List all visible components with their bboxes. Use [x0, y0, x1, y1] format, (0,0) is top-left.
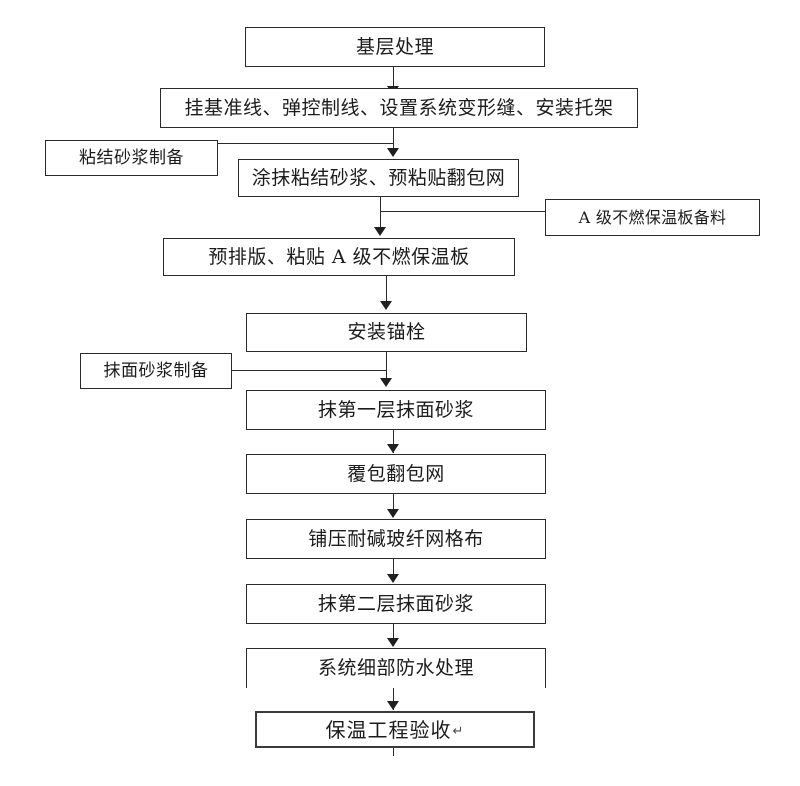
- node-apply-bonding-mortar[interactable]: 涂抹粘结砂浆、预粘贴翻包网: [238, 159, 519, 197]
- arrowhead-n3-n4: [374, 227, 386, 236]
- arrowhead-n10-n11: [387, 701, 399, 710]
- connector-n2-n3: [393, 127, 394, 155]
- arrowhead-n2-n3: [387, 148, 399, 157]
- node-second-plaster-layer[interactable]: 抹第二层抹面砂浆: [246, 584, 546, 624]
- node-install-anchors[interactable]: 安装锚栓: [246, 313, 527, 352]
- node-layout-lines[interactable]: 挂基准线、弹控制线、设置系统变形缝、安装托架: [160, 88, 638, 128]
- connector-n8-n9: [393, 558, 394, 582]
- node-wrap-mesh[interactable]: 覆包翻包网: [246, 454, 546, 494]
- arrowhead-n6-n7: [387, 444, 399, 453]
- node-insulation-acceptance[interactable]: 保温工程验收↵: [255, 711, 535, 748]
- arrowhead-n5-n6: [380, 378, 392, 387]
- connector-terminal-tail: [393, 747, 394, 756]
- connector-n5-n6: [386, 351, 387, 385]
- connector-n1-n2: [393, 66, 394, 95]
- connector-n9-n10: [393, 623, 394, 646]
- connector-n3-n4: [380, 196, 381, 234]
- node-class-a-board-supply[interactable]: A 级不燃保温板备料: [545, 199, 760, 236]
- connector-s1-n3: [218, 143, 394, 144]
- connector-s2-n4: [380, 211, 546, 212]
- node-alkali-resistant-mesh[interactable]: 铺压耐碱玻纤网格布: [246, 519, 546, 559]
- arrowhead-n7-n8: [387, 509, 399, 518]
- node-waterproof-details[interactable]: 系统细部防水处理: [246, 648, 546, 688]
- connector-s3-n6: [232, 370, 387, 371]
- paragraph-mark-icon: ↵: [452, 724, 465, 739]
- arrowhead-n8-n9: [387, 574, 399, 583]
- connector-n7-n8: [393, 494, 394, 517]
- connector-n10-n11: [393, 680, 394, 710]
- node-prelayout-paste-board[interactable]: 预排版、粘贴 A 级不燃保温板: [163, 238, 515, 276]
- connector-n4-n5: [386, 275, 387, 308]
- arrowhead-n4-n5: [380, 301, 392, 310]
- connector-n6-n7: [393, 429, 394, 453]
- node-plaster-mortar-prep[interactable]: 抹面砂浆制备: [80, 353, 232, 389]
- arrowhead-n9-n10: [387, 638, 399, 647]
- node-bonding-mortar-prep[interactable]: 粘结砂浆制备: [45, 140, 218, 176]
- node-first-plaster-layer[interactable]: 抹第一层抹面砂浆: [246, 390, 546, 430]
- node-insulation-acceptance-label: 保温工程验收: [325, 717, 452, 742]
- node-base-treatment[interactable]: 基层处理: [245, 27, 545, 67]
